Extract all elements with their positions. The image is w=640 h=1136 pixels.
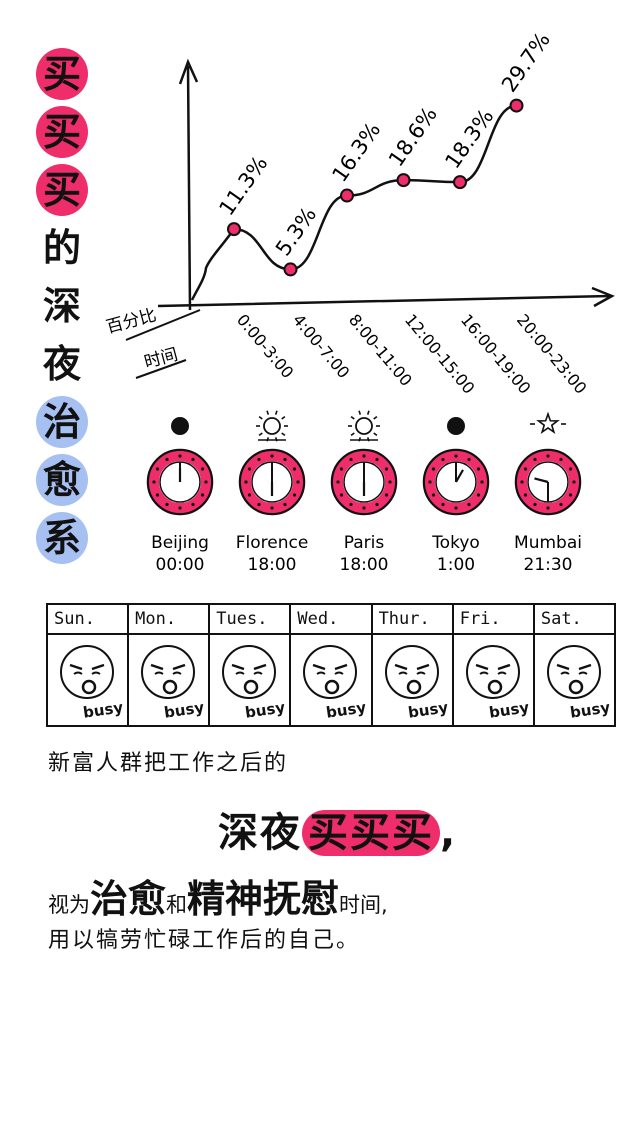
busy-face-icon bbox=[60, 645, 114, 699]
clock-city-1: Florence bbox=[236, 533, 309, 553]
busy-face-icon bbox=[465, 645, 520, 699]
x-axis-label: 时间 bbox=[142, 345, 180, 373]
caption-line-2-prefix: 深夜 bbox=[218, 810, 302, 856]
data-point-5 bbox=[509, 98, 524, 113]
axis-divider-2 bbox=[135, 359, 187, 379]
day-cell-6: Sat.busy bbox=[534, 605, 614, 725]
sun-icon bbox=[256, 410, 288, 442]
clock-time-1: 18:00 bbox=[248, 555, 297, 575]
data-label-2: 16.3% bbox=[327, 118, 385, 186]
caption-line-2-highlight: 买买买 bbox=[302, 810, 440, 856]
busy-face-icon bbox=[222, 645, 277, 699]
caption-line-3-e: 时间, bbox=[339, 893, 388, 917]
day-cell-1: Mon.busy bbox=[129, 605, 211, 725]
day-cell-2: Tues.busy bbox=[210, 605, 292, 725]
day-name: Thur. bbox=[372, 605, 452, 635]
busy-face-icon bbox=[546, 645, 601, 699]
axis-divider bbox=[125, 309, 201, 341]
day-cell-0: Sun.busy bbox=[48, 605, 130, 725]
title-char-8: 系 bbox=[36, 512, 88, 564]
moon-icon bbox=[171, 417, 189, 435]
busy-face-icon bbox=[141, 645, 196, 699]
clock-time-3: 1:00 bbox=[437, 555, 475, 575]
title-char-6: 治 bbox=[36, 396, 88, 448]
title-char-7: 愈 bbox=[36, 454, 88, 506]
caption-line-3: 视为治愈和精神抚慰时间, bbox=[48, 868, 388, 923]
caption-line-4: 用以犒劳忙碌工作后的自己。 bbox=[48, 928, 361, 953]
line-chart: 0:00-3:004:00-7:008:00-11:0012:00-15:001… bbox=[104, 28, 615, 398]
world-clocks: Beijing00:00Florence18:00Paris18:00Tokyo… bbox=[146, 410, 582, 575]
caption-line-1: 新富人群把工作之后的 bbox=[48, 751, 289, 776]
title-char-4: 深 bbox=[42, 284, 81, 328]
sun-icon bbox=[348, 410, 380, 442]
title-char-3: 的 bbox=[42, 226, 81, 270]
day-name: Sun. bbox=[48, 605, 128, 635]
clock-city-0: Beijing bbox=[151, 533, 209, 553]
clock-city-4: Mumbai bbox=[514, 533, 582, 553]
y-axis-label: 百分比 bbox=[104, 305, 158, 338]
data-label-1: 5.3% bbox=[271, 203, 321, 260]
caption-line-2-suffix: , bbox=[440, 810, 458, 856]
x-tick-label-0: 0:00-3:00 bbox=[233, 310, 297, 382]
day-name: Sat. bbox=[534, 605, 614, 635]
day-cell-4: Thur.busy bbox=[372, 605, 454, 725]
title-char-1: 买 bbox=[36, 106, 88, 158]
day-cell-3: Wed. busy bbox=[291, 605, 373, 725]
hour-hand bbox=[534, 477, 549, 484]
data-point-3 bbox=[396, 173, 411, 188]
title-char-2: 买 bbox=[36, 164, 88, 216]
day-name: Mon. bbox=[129, 605, 209, 635]
data-label-3: 18.6% bbox=[384, 103, 442, 171]
busy-badge: busy bbox=[325, 698, 368, 722]
day-name: Tues. bbox=[210, 605, 290, 635]
x-tick-label-1: 4:00-7:00 bbox=[289, 310, 353, 382]
caption-line-3-c: 和 bbox=[166, 893, 188, 917]
data-point-4 bbox=[453, 175, 467, 190]
caption-line-3-a: 视为 bbox=[48, 893, 90, 917]
day-name: Fri. bbox=[453, 605, 533, 635]
data-label-0: 11.3% bbox=[214, 152, 272, 220]
day-name: Wed. bbox=[291, 605, 371, 635]
data-point-1 bbox=[283, 262, 298, 277]
busy-face-icon bbox=[384, 645, 439, 699]
title-char-0: 买 bbox=[36, 48, 88, 100]
y-axis bbox=[178, 58, 199, 311]
hour-hand bbox=[455, 469, 464, 483]
moon-icon bbox=[447, 417, 465, 435]
star-icon bbox=[530, 411, 566, 435]
title-char-5: 夜 bbox=[42, 342, 81, 386]
clock-time-4: 21:30 bbox=[524, 555, 573, 575]
busy-face-icon bbox=[303, 645, 358, 699]
data-point-0 bbox=[227, 222, 241, 237]
data-point-2 bbox=[340, 188, 354, 203]
clock-city-2: Paris bbox=[344, 533, 385, 553]
caption-line-3-b: 治愈 bbox=[90, 877, 167, 921]
caption-line-2: 深夜买买买, bbox=[218, 800, 457, 858]
clock-time-2: 18:00 bbox=[340, 555, 389, 575]
data-label-5: 29.7% bbox=[497, 28, 555, 96]
vertical-title: 买买买的深夜治愈系 bbox=[36, 48, 92, 570]
day-cell-5: Fri.busy bbox=[453, 605, 535, 725]
caption-line-3-d: 精神抚慰 bbox=[187, 877, 340, 921]
clock-city-3: Tokyo bbox=[431, 533, 480, 553]
x-axis bbox=[157, 286, 615, 308]
clock-time-0: 00:00 bbox=[156, 555, 205, 575]
